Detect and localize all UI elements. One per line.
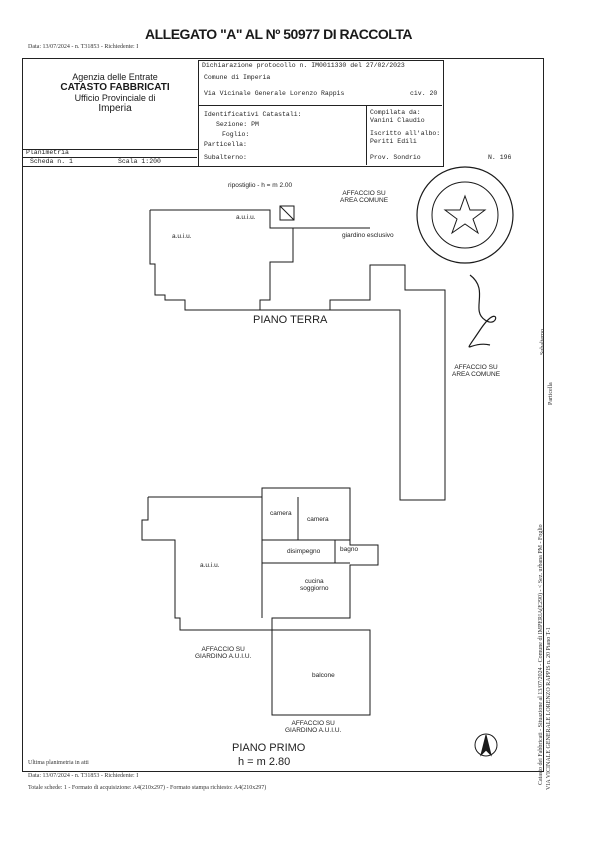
planimetria-text: Planimetria bbox=[26, 149, 69, 156]
scheda-text: Scheda n. 1 bbox=[30, 158, 73, 165]
piano-terra-left-steps bbox=[149, 210, 260, 311]
side-vertical-2: VIA VICINALE GENERALE LORENZO RAPPIS n. … bbox=[546, 627, 552, 790]
scala-text: Scala 1:200 bbox=[118, 158, 161, 165]
altezza-label: h = m 2.80 bbox=[238, 756, 291, 768]
agency-line1: Agenzia delle Entrate bbox=[72, 72, 158, 82]
compilatore-text: Vanini Claudio bbox=[370, 117, 425, 124]
protocol-text: Dichiarazione protocollo n. IM0011330 de… bbox=[202, 62, 405, 69]
stamp-inner bbox=[431, 181, 499, 249]
piano-terra-label: PIANO TERRA bbox=[253, 314, 328, 326]
balcone-outline bbox=[271, 629, 371, 716]
agency-line3: Ufficio Provinciale di bbox=[74, 93, 156, 103]
particella-text: Particella: bbox=[204, 141, 247, 148]
agency-line4: Imperia bbox=[98, 103, 132, 114]
stamp-outer bbox=[416, 166, 514, 264]
side-vertical-1: Catasto dei Fabbricati - Situazione al 1… bbox=[538, 524, 544, 785]
prov-text: Prov. Sondrio bbox=[370, 154, 421, 161]
subalterno-text: Subalterno: bbox=[204, 154, 247, 161]
top-note: Data: 13/07/2024 - n. T31853 - Richieden… bbox=[28, 44, 139, 50]
piano-terra-outline bbox=[150, 209, 446, 501]
north-arrow bbox=[480, 734, 492, 757]
auiu-small-label: a.u.i.u. bbox=[236, 214, 256, 221]
compilata-text: Compilata da: bbox=[370, 109, 421, 116]
cucina-label: cucina soggiorno bbox=[300, 578, 329, 592]
affaccio-giardino-1: AFFACCIO SU GIARDINO A.U.I.U. bbox=[195, 646, 252, 660]
main-frame bbox=[22, 58, 544, 772]
giardino-label: giardino esclusivo bbox=[342, 232, 394, 239]
numero-text: N. 196 bbox=[488, 154, 512, 161]
auiu-left-label: a.u.i.u. bbox=[172, 233, 192, 240]
scheda-divider bbox=[22, 157, 197, 158]
iscritto-text: Iscritto all'albo: bbox=[370, 130, 441, 137]
camera-2-label: camera bbox=[307, 516, 329, 523]
sezione-text: Sezione: PM bbox=[216, 121, 259, 128]
foglio-text: Foglio: bbox=[222, 131, 250, 138]
declaration-box bbox=[198, 60, 444, 167]
signature bbox=[468, 274, 497, 348]
piano-primo-outline bbox=[141, 487, 379, 631]
side-subalterno: Subalterno bbox=[540, 329, 546, 355]
agency-block: Agenzia delle Entrate CATASTO FABBRICATI… bbox=[40, 72, 190, 114]
affaccio-area-comune-top: AFFACCIO SU AREA COMUNE bbox=[340, 190, 389, 204]
identificativi-text: Identificativi Catastali: bbox=[204, 111, 302, 118]
bottom-note-3: Totale schede: 1 - Formato di acquisizio… bbox=[28, 785, 267, 791]
civ-text: civ. 20 bbox=[410, 90, 438, 97]
declaration-divider bbox=[198, 105, 442, 106]
affaccio-area-comune-right: AFFACCIO SU AREA COMUNE bbox=[452, 364, 501, 378]
declaration-vdivider bbox=[366, 105, 367, 165]
ripostiglio-box bbox=[279, 205, 295, 221]
address-text: Via Vicinale Generale Lorenzo Rappis bbox=[204, 90, 345, 97]
ripostiglio-diag bbox=[279, 205, 295, 221]
balcone-label: balcone bbox=[312, 672, 335, 679]
bottom-note-2: Data: 13/07/2024 - n. T31853 - Richieden… bbox=[28, 773, 139, 779]
comune-text: Comune di Imperia bbox=[204, 74, 271, 81]
camera-1-label: camera bbox=[270, 510, 292, 517]
ripostiglio-label: ripostiglio - h = m 2.00 bbox=[228, 182, 293, 189]
albo-text: Periti Edili bbox=[370, 138, 417, 145]
north-circle bbox=[474, 733, 498, 757]
bagno-label: bagno bbox=[340, 546, 359, 553]
stamp-star bbox=[443, 194, 487, 235]
auiu-first-label: a.u.i.u. bbox=[200, 562, 220, 569]
piano-primo-label: PIANO PRIMO bbox=[232, 742, 306, 754]
agency-line2: CATASTO FABBRICATI bbox=[60, 82, 170, 93]
affaccio-giardino-2: AFFACCIO SU GIARDINO A.U.I.U. bbox=[285, 720, 342, 734]
disimpegno-label: disimpegno bbox=[287, 548, 321, 555]
bottom-note-1: Ultima planimetria in atti bbox=[28, 760, 89, 766]
scheda-box bbox=[22, 149, 199, 167]
side-particella: Particella bbox=[548, 382, 554, 405]
allegato-title: ALLEGATO "A" AL Nº 50977 DI RACCOLTA bbox=[145, 26, 412, 42]
